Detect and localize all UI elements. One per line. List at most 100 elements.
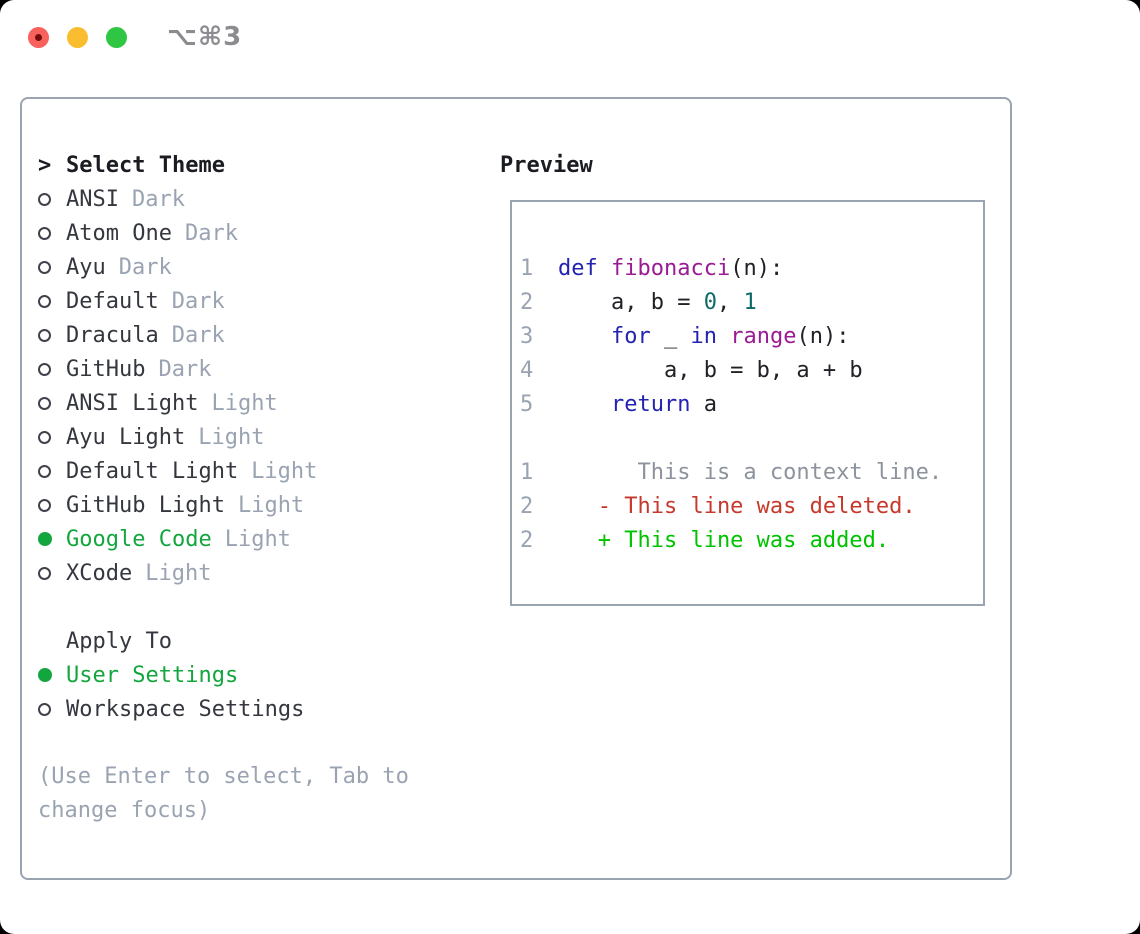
radio-selected-icon	[38, 668, 66, 682]
theme-variant: Light	[251, 458, 318, 484]
minimize-button[interactable]	[67, 27, 88, 48]
code-text: + This line was added.	[558, 527, 890, 553]
theme-variant: Dark	[184, 220, 238, 246]
apply-option-label: Workspace Settings	[66, 696, 305, 722]
code-text: a, b =	[558, 289, 704, 315]
line-number: 2	[520, 493, 534, 519]
radio-icon	[38, 702, 66, 716]
theme-option[interactable]: Ayu Light Light	[38, 420, 468, 454]
code-line: 1 This is a context line.	[520, 455, 942, 489]
theme-variant: Dark	[158, 356, 212, 382]
code-text: ,	[716, 289, 744, 315]
spacer	[38, 590, 468, 624]
theme-variant: Light	[198, 424, 265, 450]
radio-icon	[38, 464, 66, 478]
hint-text: (Use Enter to select, Tab to change focu…	[38, 764, 409, 823]
code-text	[558, 392, 611, 417]
theme-option[interactable]: Dracula Dark	[38, 318, 468, 352]
code-text: 0	[703, 289, 717, 315]
code-text: 1	[743, 289, 757, 315]
line-number: 2	[520, 527, 534, 553]
theme-name: XCode	[66, 560, 133, 586]
apply-to-title: Apply To	[66, 628, 172, 654]
theme-variant: Light	[224, 526, 291, 552]
theme-name: ANSI Light	[66, 390, 199, 416]
code-text: (n):	[730, 255, 784, 281]
code-text	[558, 324, 611, 349]
apply-option[interactable]: Workspace Settings	[38, 692, 468, 726]
line-number: 3	[520, 323, 534, 349]
line-number: 4	[520, 357, 534, 383]
code-text: for	[610, 323, 651, 349]
code-text	[717, 324, 730, 349]
line-number: 5	[520, 391, 534, 417]
code-text: - This line was deleted.	[558, 493, 916, 519]
theme-name: ANSI	[66, 186, 119, 212]
theme-picker-title: Select Theme	[66, 152, 225, 178]
radio-icon	[38, 260, 66, 274]
apply-to-heading: Apply To	[38, 624, 468, 658]
theme-name: GitHub	[66, 356, 146, 382]
theme-variant: Dark	[118, 254, 172, 280]
theme-variant: Light	[145, 560, 212, 586]
code-text: range	[730, 323, 797, 349]
code-line: 4 a, b = b, a + b	[520, 353, 942, 387]
theme-option[interactable]: ANSI Light Light	[38, 386, 468, 420]
line-number: 1	[520, 255, 534, 281]
zoom-button[interactable]	[106, 27, 127, 48]
theme-variant: Dark	[171, 322, 225, 348]
theme-variant: Light	[237, 492, 305, 518]
code-line: 2 - This line was deleted.	[520, 489, 942, 523]
theme-name: Ayu Light	[66, 424, 186, 450]
theme-option[interactable]: Ayu Dark	[38, 250, 468, 284]
theme-option[interactable]: GitHub Dark	[38, 352, 468, 386]
code-line: 5 return a	[520, 387, 942, 421]
theme-option[interactable]: Atom One Dark	[38, 216, 468, 250]
theme-name: Dracula	[66, 322, 159, 348]
apply-option[interactable]: User Settings	[38, 658, 468, 692]
close-button[interactable]	[28, 27, 49, 48]
code-text: in	[690, 323, 717, 349]
line-number: 2	[520, 289, 534, 315]
theme-name: Atom One	[66, 220, 172, 246]
code-line: 2 + This line was added.	[520, 523, 942, 557]
theme-option[interactable]: XCode Light	[38, 556, 468, 590]
prompt-icon: >	[38, 152, 52, 178]
code-line	[520, 421, 942, 455]
preview-title: Preview	[500, 152, 593, 178]
code-text: This is a context line.	[558, 459, 943, 485]
theme-name: Ayu	[66, 254, 106, 280]
line-number: 1	[520, 459, 534, 485]
radio-icon	[38, 362, 66, 376]
radio-icon	[38, 226, 66, 240]
code-text: (n):	[796, 323, 850, 349]
code-text: a, b = b, a + b	[558, 357, 863, 383]
theme-variant: Light	[211, 390, 278, 416]
radio-icon	[38, 430, 66, 444]
radio-icon	[38, 396, 66, 410]
window-title: ⌥⌘3	[167, 22, 243, 52]
radio-icon	[38, 498, 66, 512]
apply-option-label: User Settings	[66, 662, 239, 688]
theme-name: Default	[66, 288, 159, 314]
theme-option[interactable]: Default Light Light	[38, 454, 468, 488]
radio-icon	[38, 192, 66, 206]
theme-name: Default Light	[66, 458, 239, 484]
radio-selected-icon	[38, 532, 66, 546]
theme-picker-heading: > Select Theme	[38, 148, 468, 182]
code-text: a	[690, 391, 717, 417]
radio-icon	[38, 328, 66, 342]
radio-icon	[38, 566, 66, 580]
